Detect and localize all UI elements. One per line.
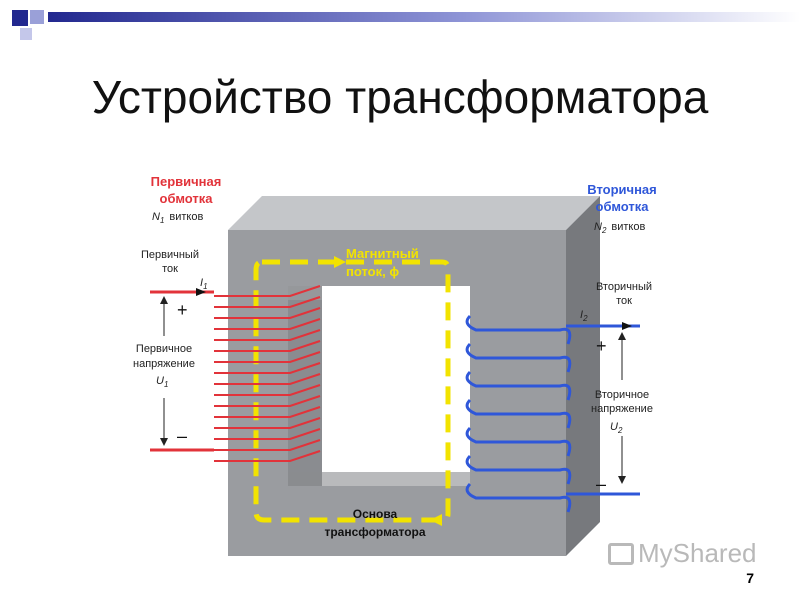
primary-coil-turn	[214, 329, 321, 341]
primary-coil-turn	[214, 318, 321, 330]
secondary-coil-turn	[465, 314, 572, 345]
secondary-voltage-arrow-up-head	[618, 332, 626, 340]
flux-label-1: Магнитный	[346, 246, 419, 261]
secondary-coil-turn	[465, 342, 572, 373]
primary-plus: +	[177, 300, 188, 320]
corner-square-light	[30, 10, 44, 24]
watermark: MyShared	[608, 538, 757, 569]
primary-coil-turn	[214, 450, 321, 462]
primary-voltage-2: напряжение	[133, 358, 195, 370]
primary-coil-turn	[214, 417, 321, 429]
secondary-current-arrow	[622, 322, 632, 330]
primary-current-symbol: I1	[200, 277, 208, 291]
secondary-minus: –	[596, 474, 606, 494]
secondary-current-1: Вторичный	[596, 281, 652, 293]
secondary-coil-turn	[465, 370, 572, 401]
secondary-coil-turn	[465, 454, 572, 485]
primary-coil-turn	[214, 340, 321, 352]
core-top-face	[228, 196, 600, 230]
secondary-coil-turn	[465, 398, 572, 429]
primary-winding	[214, 285, 321, 462]
flux-arrow-bottom	[430, 514, 442, 526]
secondary-heading-2: обмотка	[596, 199, 650, 214]
watermark-brand: MyShared	[638, 538, 757, 568]
primary-coil-turn	[214, 439, 321, 451]
secondary-current-symbol: I2	[580, 309, 588, 323]
core-label-1: Основа	[353, 507, 398, 521]
secondary-voltage-1: Вторичное	[595, 389, 649, 401]
primary-heading-1: Первичная	[151, 174, 222, 189]
secondary-plus: +	[596, 336, 607, 356]
page-number: 7	[746, 570, 754, 586]
primary-coil-turn	[214, 285, 321, 297]
primary-coil-turn	[214, 395, 321, 407]
primary-coil-turn	[214, 307, 321, 319]
header-gradient-bar	[48, 12, 800, 22]
corner-square-light	[20, 28, 32, 40]
page-title: Устройство трансформатора	[91, 71, 709, 123]
core-side-face	[566, 196, 600, 556]
primary-heading-2: обмотка	[160, 191, 214, 206]
secondary-coil-turn	[465, 482, 572, 513]
presentation-board-icon	[608, 543, 634, 565]
primary-current-arrow	[196, 288, 206, 296]
primary-voltage-arrow-down-head	[160, 438, 168, 446]
secondary-voltage-symbol: U2	[610, 421, 623, 435]
primary-coil-turn	[214, 384, 321, 396]
primary-coil-turn	[214, 351, 321, 363]
corner-square-blue	[12, 10, 28, 26]
secondary-voltage-arrow-down-head	[618, 476, 626, 484]
primary-coil-turn	[214, 296, 321, 308]
primary-current-1: Первичный	[141, 249, 199, 261]
primary-minus: –	[177, 426, 187, 446]
primary-coil-turn	[214, 428, 321, 440]
flux-label-2: поток, ϕ	[346, 264, 399, 279]
secondary-heading-1: Вторичная	[587, 182, 657, 197]
primary-voltage-symbol: U1	[156, 375, 168, 389]
primary-coil-turn	[214, 373, 321, 385]
primary-coil-turn	[214, 406, 321, 418]
secondary-current-2: ток	[616, 295, 632, 307]
primary-coil-turn	[214, 362, 321, 374]
core-window-inner-bottom	[288, 472, 470, 486]
secondary-coil-turn	[465, 426, 572, 457]
core-label-2: трансформатора	[324, 525, 425, 539]
primary-current-2: ток	[162, 263, 178, 275]
primary-voltage-1: Первичное	[136, 343, 192, 355]
secondary-voltage-2: напряжение	[591, 403, 653, 415]
flux-arrow-top	[334, 256, 346, 268]
flux-path	[253, 259, 451, 523]
secondary-winding	[465, 314, 572, 513]
primary-voltage-arrow-up-head	[160, 296, 168, 304]
